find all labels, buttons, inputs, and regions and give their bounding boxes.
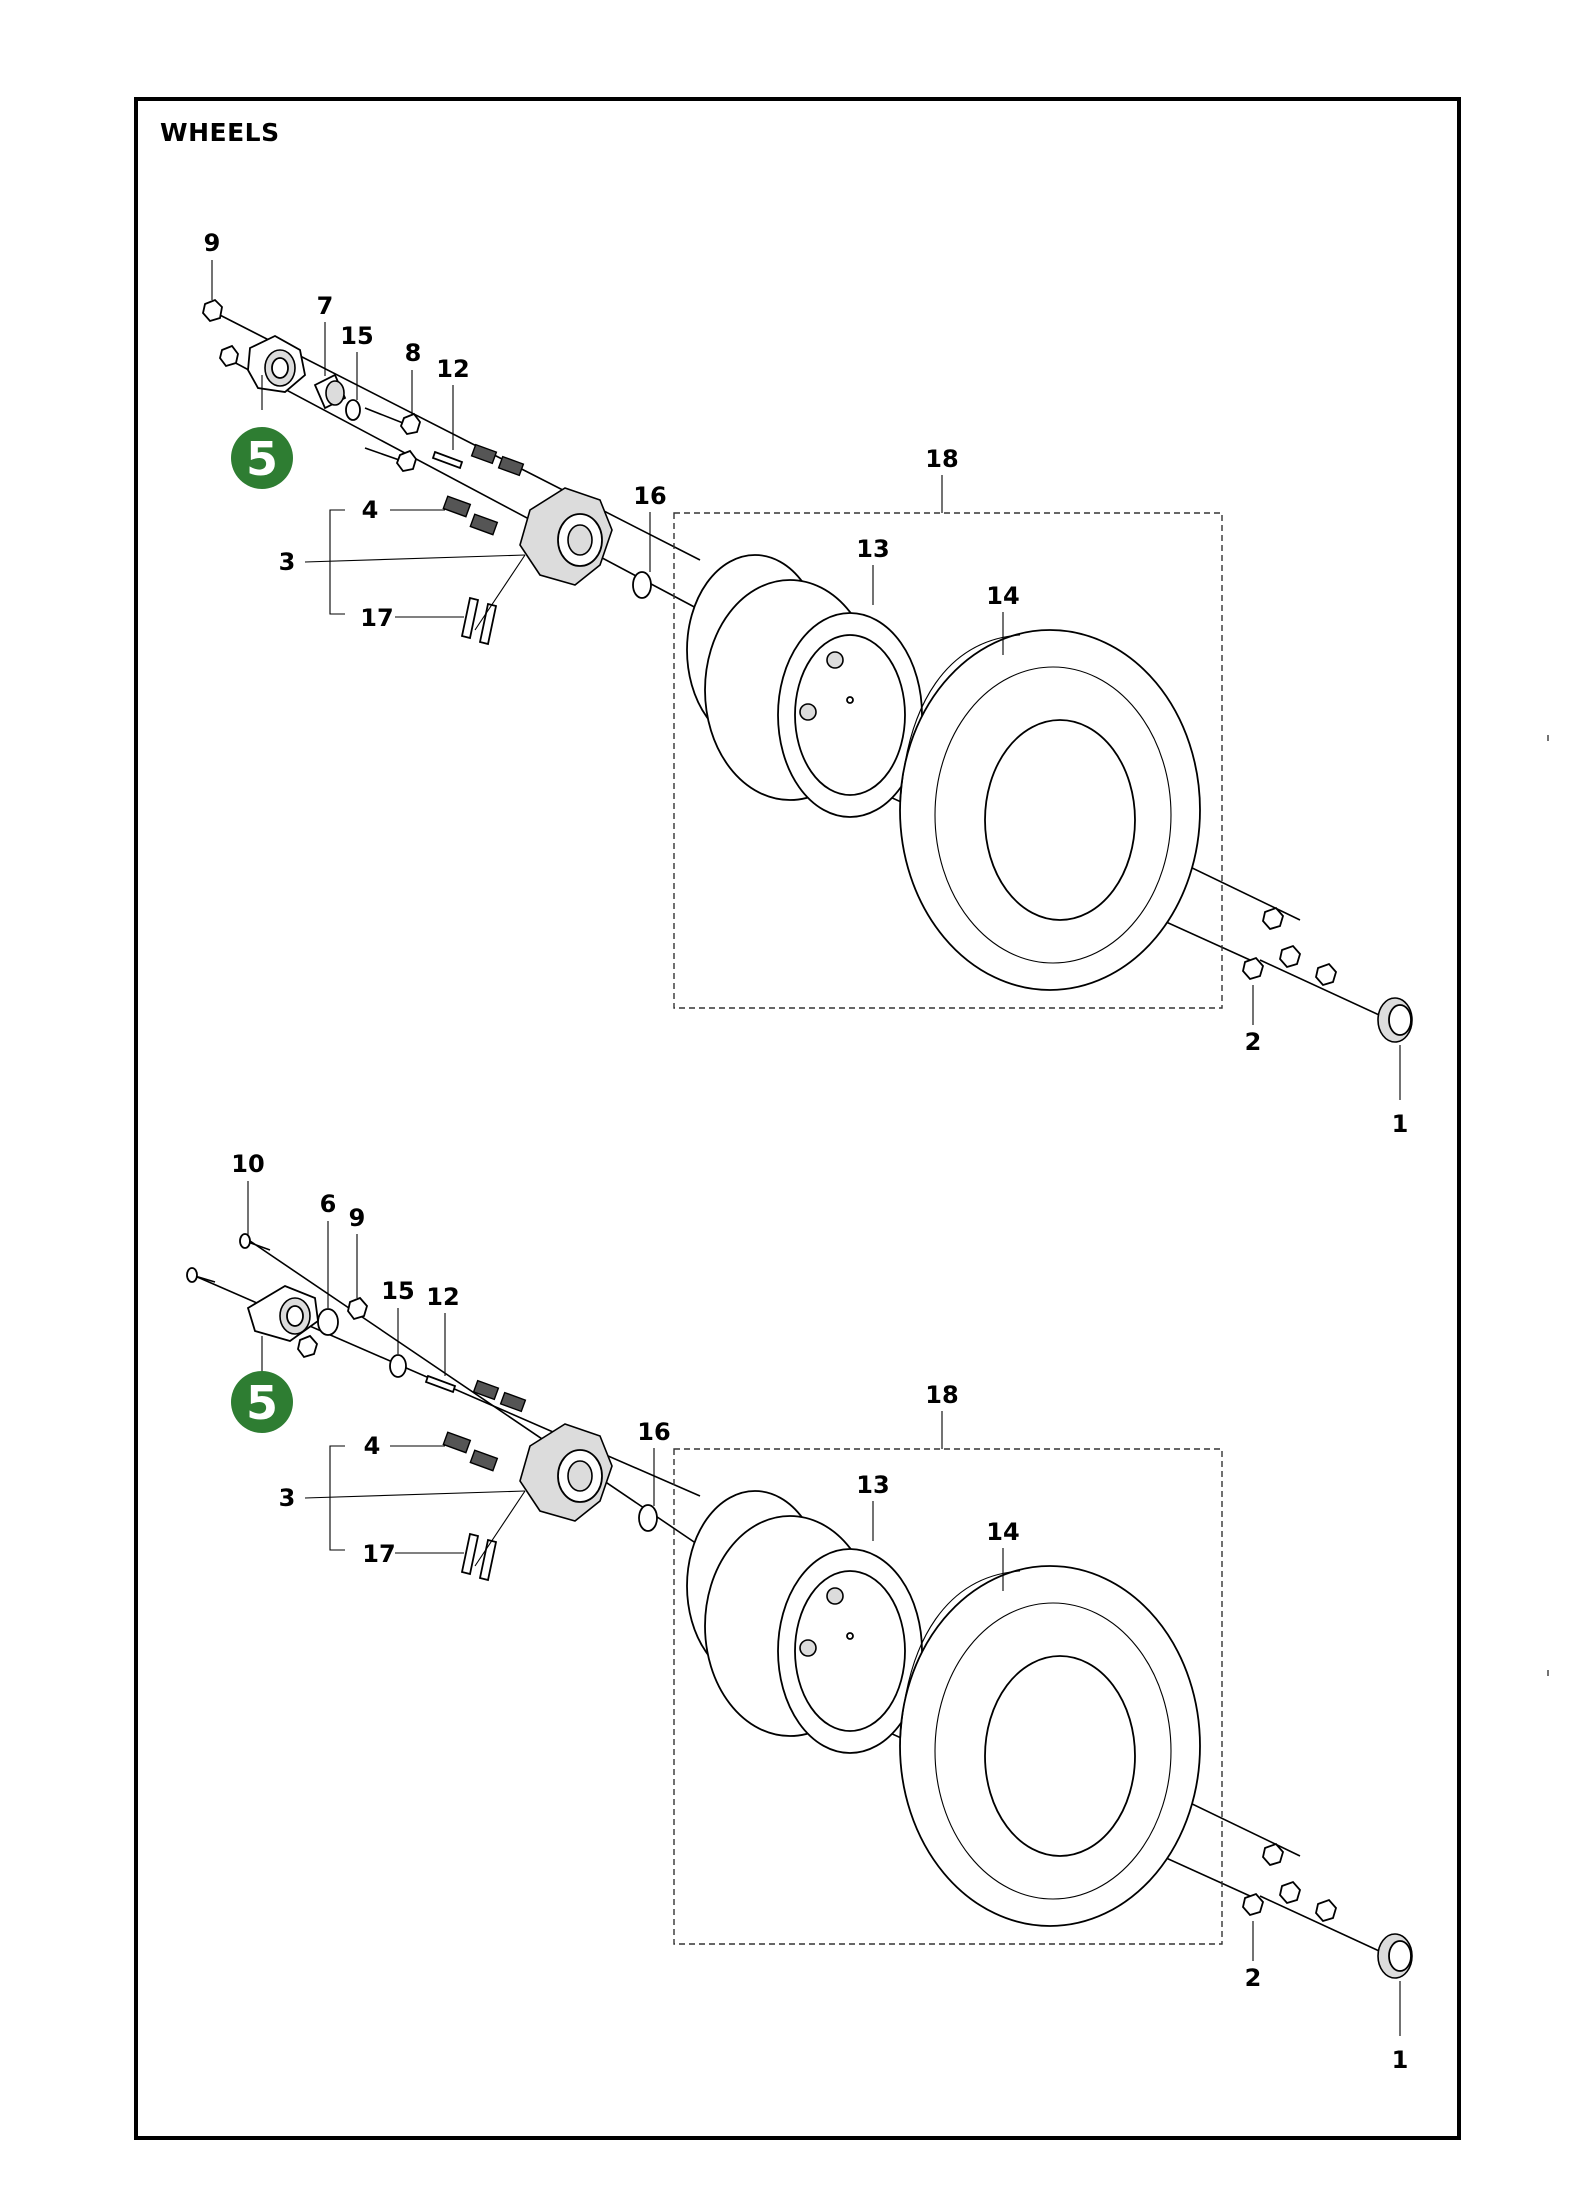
hub-bolts — [472, 1379, 527, 1413]
reference-badge: 5 — [231, 427, 293, 489]
callout-2: 2 — [1245, 1964, 1262, 1992]
page-title: WHEELS — [160, 118, 280, 147]
part-5-flange-bearing — [247, 334, 306, 393]
callout-17: 17 — [360, 604, 393, 632]
part-13-rim — [686, 1490, 923, 1754]
assembly-upper: 9 7 15 8 12 18 4 16 3 13 14 17 2 1 5 — [202, 229, 1413, 1138]
part-9-nut — [202, 298, 239, 368]
callout-7: 7 — [317, 292, 334, 320]
part-1-hub-cap — [1377, 997, 1413, 1043]
callout-12: 12 — [436, 355, 469, 383]
part-5-flange-bearing — [246, 1284, 319, 1359]
callout-1: 1 — [1392, 1110, 1409, 1138]
callout-4: 4 — [362, 496, 379, 524]
callout-3: 3 — [279, 1484, 296, 1512]
callout-9: 9 — [349, 1204, 366, 1232]
callout-15: 15 — [340, 322, 373, 350]
part-4-bolt — [442, 495, 499, 536]
part-16-retaining-ring — [638, 1504, 658, 1532]
callout-2: 2 — [1245, 1028, 1262, 1056]
callout-10: 10 — [231, 1150, 264, 1178]
badge-number: 5 — [246, 1376, 278, 1430]
part-4-bolt — [442, 1431, 499, 1472]
part-12-pin — [424, 1374, 457, 1394]
callout-3: 3 — [279, 548, 296, 576]
part-2-lug-nut — [1242, 906, 1338, 987]
part-3-wheel-hub — [519, 1423, 613, 1522]
part-1-hub-cap — [1377, 1933, 1413, 1979]
callout-6: 6 — [320, 1190, 337, 1218]
callout-12: 12 — [426, 1283, 459, 1311]
hub-bolts — [470, 443, 525, 477]
part-12-pin — [431, 450, 464, 470]
callout-18: 18 — [925, 445, 958, 473]
part-9-nut — [347, 1296, 369, 1321]
callout-18: 18 — [925, 1381, 958, 1409]
part-14-tire — [899, 629, 1201, 991]
callout-8: 8 — [405, 339, 422, 367]
part-8-bolt — [364, 407, 421, 472]
callout-14: 14 — [986, 582, 1019, 610]
part-3-wheel-hub — [519, 487, 613, 586]
part-7-spacer — [313, 373, 347, 410]
callout-16: 16 — [637, 1418, 670, 1446]
callout-14: 14 — [986, 1518, 1019, 1546]
part-15-washer — [389, 1354, 407, 1378]
part-6-spacer — [317, 1308, 339, 1336]
part-15-washer — [345, 399, 361, 421]
part-16-retaining-ring — [632, 571, 652, 599]
callout-9: 9 — [204, 229, 221, 257]
callout-1: 1 — [1392, 2046, 1409, 2074]
part-17-stud — [460, 1532, 498, 1582]
callout-17: 17 — [362, 1540, 395, 1568]
assembly-lower: 10 6 9 15 12 18 4 16 3 13 14 17 2 1 5 — [186, 1150, 1413, 2074]
part-2-lug-nut — [1242, 1842, 1338, 1923]
drawing-frame — [134, 97, 1461, 2140]
reference-badge: 5 — [231, 1371, 293, 1433]
callout-13: 13 — [856, 1471, 889, 1499]
callout-13: 13 — [856, 535, 889, 563]
group-18-wheel-assembly — [673, 512, 1223, 1009]
part-14-tire — [899, 1565, 1201, 1927]
callout-15: 15 — [381, 1277, 414, 1305]
badge-number: 5 — [246, 432, 278, 486]
callout-4: 4 — [364, 1432, 381, 1460]
group-18-wheel-assembly — [673, 1448, 1223, 1945]
part-13-rim — [686, 554, 923, 818]
part-17-stud — [460, 596, 498, 646]
callout-16: 16 — [633, 482, 666, 510]
part-10-bolt — [186, 1233, 271, 1283]
